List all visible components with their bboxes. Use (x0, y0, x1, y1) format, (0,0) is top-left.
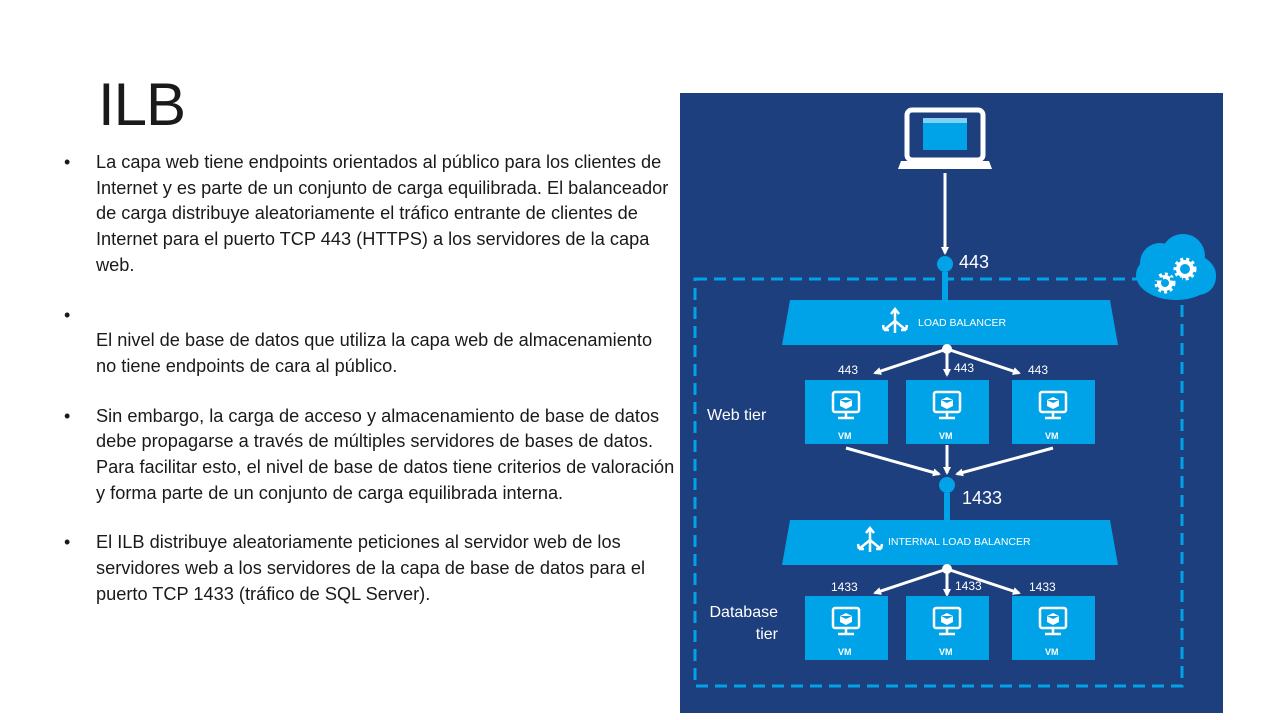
internal-load-balancer-label: INTERNAL LOAD BALANCER (888, 536, 1031, 548)
web-vm: VM (906, 380, 989, 444)
bullet-text: El nivel de base de datos que utiliza la… (96, 330, 653, 376)
top-port-label: 443 (959, 252, 989, 272)
db-port-label: 1433 (962, 488, 1002, 508)
slide-title: ILB (98, 71, 186, 138)
web-port-label: 443 (1028, 363, 1048, 377)
web-vm: VM (1012, 380, 1095, 444)
vm-label: VM (838, 431, 852, 441)
architecture-diagram-svg: 443 LOAD BALANCER 443 443 443 (693, 107, 1216, 688)
bullet-text: Sin embargo, la carga de acceso y almace… (96, 405, 675, 503)
cloud-service-boundary (693, 277, 1184, 688)
port-node (939, 477, 955, 493)
db-port-label: 1433 (1029, 580, 1056, 594)
port-node (937, 256, 953, 272)
vm-label: VM (939, 431, 953, 441)
bullet-dot: • (64, 152, 71, 172)
internal-load-balancer: INTERNAL LOAD BALANCER (782, 520, 1118, 565)
bullet-item: • Sin embargo, la carga de acceso y alma… (64, 404, 676, 507)
vm-label: VM (1045, 431, 1059, 441)
bullet-dot: • (64, 304, 71, 325)
bullet-text: La capa web tiene endpoints orientados a… (96, 152, 669, 275)
db-tier-label: Database (710, 604, 779, 621)
load-balancer-icon (856, 525, 884, 552)
vm-label: VM (838, 647, 852, 657)
web-port-label: 443 (838, 363, 858, 377)
db-port-label: 1433 (831, 580, 858, 594)
bullet-dot: • (64, 405, 71, 426)
cloud-gear-icon (1136, 234, 1216, 300)
laptop-icon (898, 107, 992, 169)
bullet-dot: • (64, 532, 71, 553)
bullet-item: • La capa web tiene endpoints orientados… (64, 150, 676, 279)
architecture-diagram: 443 LOAD BALANCER 443 443 443 (680, 93, 1223, 713)
bullet-list: • La capa web tiene endpoints orientados… (64, 150, 676, 608)
load-balancer-label: LOAD BALANCER (918, 317, 1007, 329)
bullet-item: • El nivel de base de datos que utiliza … (64, 303, 676, 380)
db-vm: VM (906, 596, 989, 660)
vm-label: VM (1045, 647, 1059, 657)
load-balancer: LOAD BALANCER (782, 300, 1118, 345)
web-port-label: 443 (954, 361, 974, 375)
db-tier-label: tier (756, 626, 779, 643)
web-vm: VM (805, 380, 888, 444)
vm-label: VM (939, 647, 953, 657)
bullet-item: • El ILB distribuye aleatoriamente petic… (64, 530, 676, 607)
bullet-text: El ILB distribuye aleatoriamente peticio… (96, 532, 645, 604)
web-tier-label: Web tier (707, 407, 767, 424)
db-port-label: 1433 (955, 579, 982, 593)
db-vm: VM (1012, 596, 1095, 660)
db-vm: VM (805, 596, 888, 660)
load-balancer-icon (881, 306, 909, 333)
